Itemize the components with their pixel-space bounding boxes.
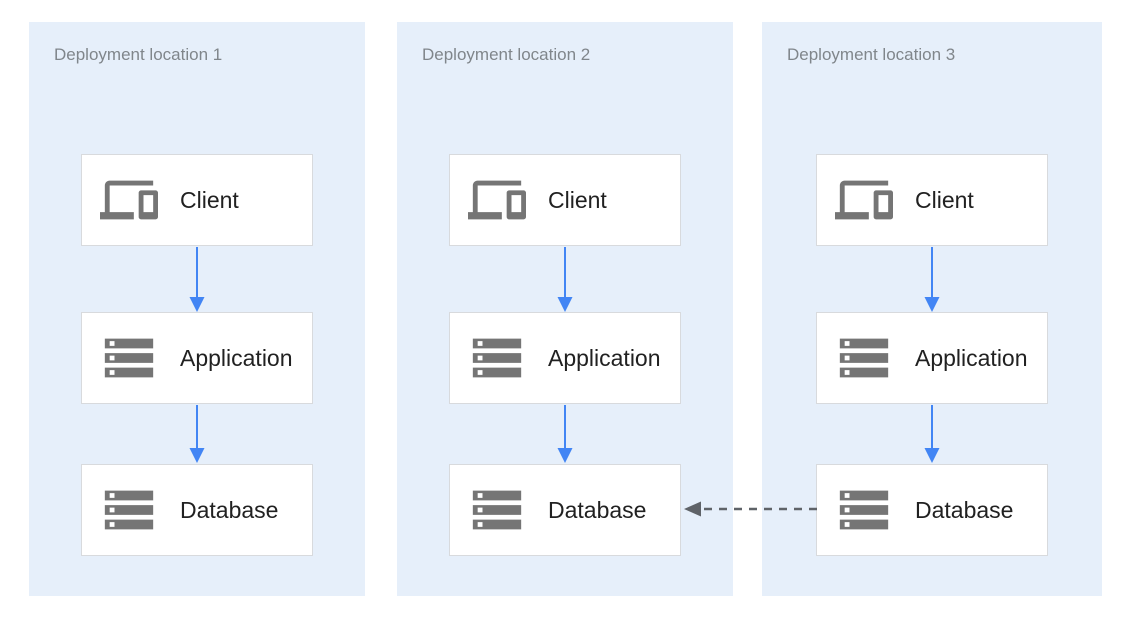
node-label: Client [915, 186, 974, 213]
panel-deployment-location-1: Deployment location 1 Client Application… [29, 22, 365, 596]
panel-title: Deployment location 3 [787, 45, 956, 64]
node-label: Database [915, 496, 1014, 523]
server-stack-icon [468, 481, 526, 539]
server-stack-icon [100, 329, 158, 387]
node-application-1: Application [81, 312, 313, 404]
panel-title: Deployment location 1 [54, 45, 223, 64]
node-label: Client [548, 186, 607, 213]
panel-title: Deployment location 2 [422, 45, 591, 64]
node-label: Client [180, 186, 239, 213]
node-label: Application [548, 344, 661, 371]
node-database-2: Database [449, 464, 681, 556]
node-application-2: Application [449, 312, 681, 404]
node-client-3: Client [816, 154, 1048, 246]
node-application-3: Application [816, 312, 1048, 404]
node-label: Application [915, 344, 1028, 371]
node-client-2: Client [449, 154, 681, 246]
devices-icon [468, 171, 526, 229]
server-stack-icon [468, 329, 526, 387]
panel-deployment-location-2: Deployment location 2 Client Application… [397, 22, 733, 596]
node-label: Database [180, 496, 279, 523]
server-stack-icon [835, 329, 893, 387]
node-label: Application [180, 344, 293, 371]
node-client-1: Client [81, 154, 313, 246]
node-database-3: Database [816, 464, 1048, 556]
devices-icon [835, 171, 893, 229]
node-label: Database [548, 496, 647, 523]
panel-deployment-location-3: Deployment location 3 Client Application… [762, 22, 1102, 596]
server-stack-icon [100, 481, 158, 539]
server-stack-icon [835, 481, 893, 539]
node-database-1: Database [81, 464, 313, 556]
devices-icon [100, 171, 158, 229]
